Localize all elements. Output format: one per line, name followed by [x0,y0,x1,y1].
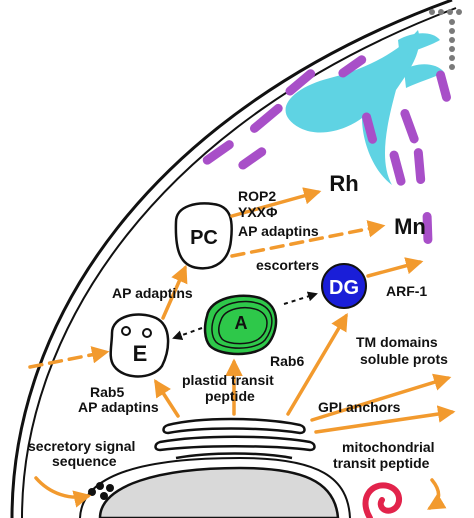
label-mito-transit-1: mitochondrial [342,439,435,455]
arrow-golgi-to-membrane-gpi [314,405,456,434]
rhoptry-neck [398,33,440,58]
arrow-a-to-dg [283,291,318,305]
arrow-pc-to-mn [230,220,386,258]
arrow-a-to-e [172,327,203,341]
exchange-arrows [172,291,318,341]
golgi [154,417,316,460]
rhoptry-label: Rh [329,171,358,196]
apical-dots [429,9,462,70]
rhoptry-shape [285,30,420,185]
label-soluble-prots: soluble prots [360,351,448,367]
arrow-golgi-to-dg [286,312,348,416]
dense-granule-label: DG [329,277,359,299]
cell-membrane-outer [10,0,453,518]
apicoplast-label: A [235,313,248,333]
label-gpi-anchors: GPI anchors [318,399,401,415]
arrow-e-to-pc [161,264,188,320]
rhoptry-neck-2 [404,64,444,88]
label-plastid-transit-2: peptide [205,388,255,404]
label-rop2: ROP2 [238,188,276,204]
dense-granule [321,263,367,309]
label-secretory-signal-1: secretory signal [28,438,135,454]
label-mito-transit-2: transit peptide [333,455,430,471]
pre-condensing-compartment [174,202,233,270]
arrow-dg-to-mn [366,257,424,278]
label-plastid-transit-1: plastid transit [182,372,274,388]
mitochondrion [362,482,402,518]
label-ap-adaptins-escorters-1: AP adaptins [238,223,319,239]
label-tm-domains: TM domains [356,334,438,350]
label-rab5: Rab5 [90,384,124,400]
micronemes [202,55,451,245]
nucleus [98,466,340,518]
arrow-golgi-to-e [154,379,180,418]
trafficking-arrows [28,187,456,510]
microneme-label: Mn [394,214,426,239]
endosome-label: E [133,341,148,366]
arrow-golgi-to-membrane-tm [310,373,452,422]
label-arf1: ARF-1 [386,283,427,299]
label-ap-adaptins: AP adaptins [112,285,193,301]
endosome [109,313,170,378]
label-rab6: Rab6 [270,353,304,369]
arrow-mito-transit [426,478,447,510]
label-rab5-ap-adaptins: AP adaptins [78,399,159,415]
ribosomes [88,482,114,500]
cell-membrane-inner [21,7,457,518]
pc-label: PC [190,227,218,249]
arrow-pc-to-rh [230,187,322,218]
label-secretory-signal-2: sequence [52,453,117,469]
arrow-membrane-to-e [28,346,110,369]
label-ap-adaptins-escorters-2: escorters [256,257,319,273]
label-yxx: YXXΦ [238,204,278,220]
apicoplast [203,294,278,356]
arrow-secretory-signal [34,476,92,508]
